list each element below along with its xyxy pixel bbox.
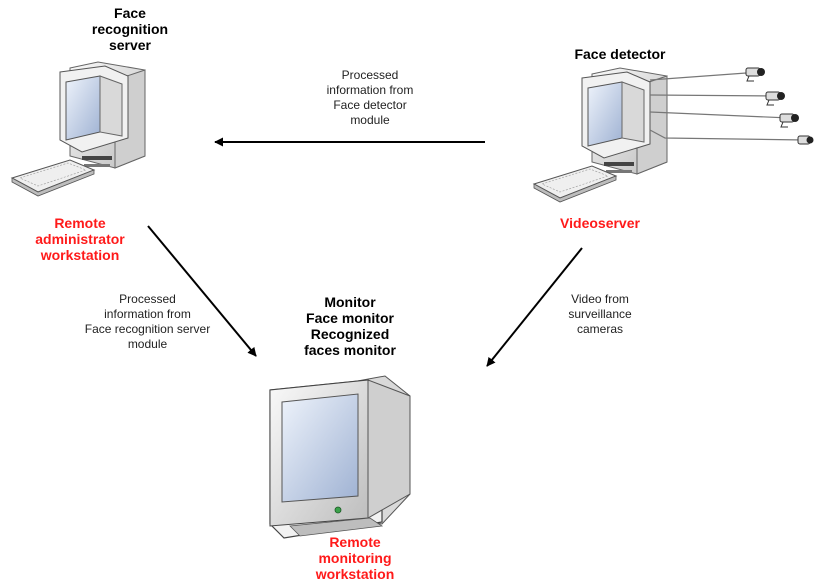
camera-cables xyxy=(649,71,806,141)
edge-label-line: Processed xyxy=(119,292,176,306)
arrow-detector-to-monitor xyxy=(486,247,583,367)
edge-label-line: Face detector xyxy=(333,98,407,112)
edge-label-line: information from xyxy=(326,83,414,97)
detector-title: Face detector xyxy=(555,46,685,62)
arrow-server-to-monitor xyxy=(147,225,257,357)
monitor-title: Monitor Face monitor Recognized faces mo… xyxy=(280,294,420,358)
monitor-title-line: Face monitor xyxy=(306,310,394,326)
monitor-role: Remote monitoring workstation xyxy=(285,534,425,582)
detector-role: Videoserver xyxy=(540,215,660,231)
monitor-role-line: monitoring xyxy=(318,550,392,566)
detector-title-line: Face detector xyxy=(574,46,666,62)
monitor-role-line: Remote xyxy=(329,534,381,550)
edge-label-line: Processed xyxy=(341,68,399,82)
edge-label-line: module xyxy=(350,113,390,127)
detector-role-line: Videoserver xyxy=(560,215,640,231)
server-title: Face recognition server xyxy=(70,5,190,53)
edge-label-line: cameras xyxy=(576,322,623,336)
server-computer-icon xyxy=(10,61,146,197)
edge-label-line: information from xyxy=(104,307,191,321)
camera-icon xyxy=(797,135,814,145)
camera-icon xyxy=(765,91,785,106)
edge-label-server-to-monitor: Processed information from Face recognit… xyxy=(65,292,230,352)
camera-icon xyxy=(779,113,799,128)
server-role-line: Remote xyxy=(54,215,106,231)
detector-computer-icon xyxy=(532,67,668,203)
monitor-icon xyxy=(269,375,411,539)
server-role-line: workstation xyxy=(40,247,120,263)
monitor-title-line: faces monitor xyxy=(304,342,396,358)
server-title-line: recognition xyxy=(91,21,169,37)
server-role: Remote administrator workstation xyxy=(5,215,155,263)
server-title-line: Face xyxy=(114,5,146,21)
camera-icon xyxy=(745,67,765,82)
edge-label-line: surveillance xyxy=(568,307,632,321)
monitor-role-line: workstation xyxy=(315,566,395,582)
edge-label-line: module xyxy=(127,337,168,351)
monitor-title-line: Recognized xyxy=(310,326,390,342)
monitor-title-line: Monitor xyxy=(324,294,376,310)
edge-label-line: Face recognition server xyxy=(84,322,211,336)
edge-label-line: Video from xyxy=(571,292,629,306)
edge-label-detector-to-server: Processed information from Face detector… xyxy=(300,68,440,128)
edge-label-detector-to-monitor: Video from surveillance cameras xyxy=(545,292,655,337)
server-role-line: administrator xyxy=(35,231,125,247)
server-title-line: server xyxy=(108,37,152,53)
